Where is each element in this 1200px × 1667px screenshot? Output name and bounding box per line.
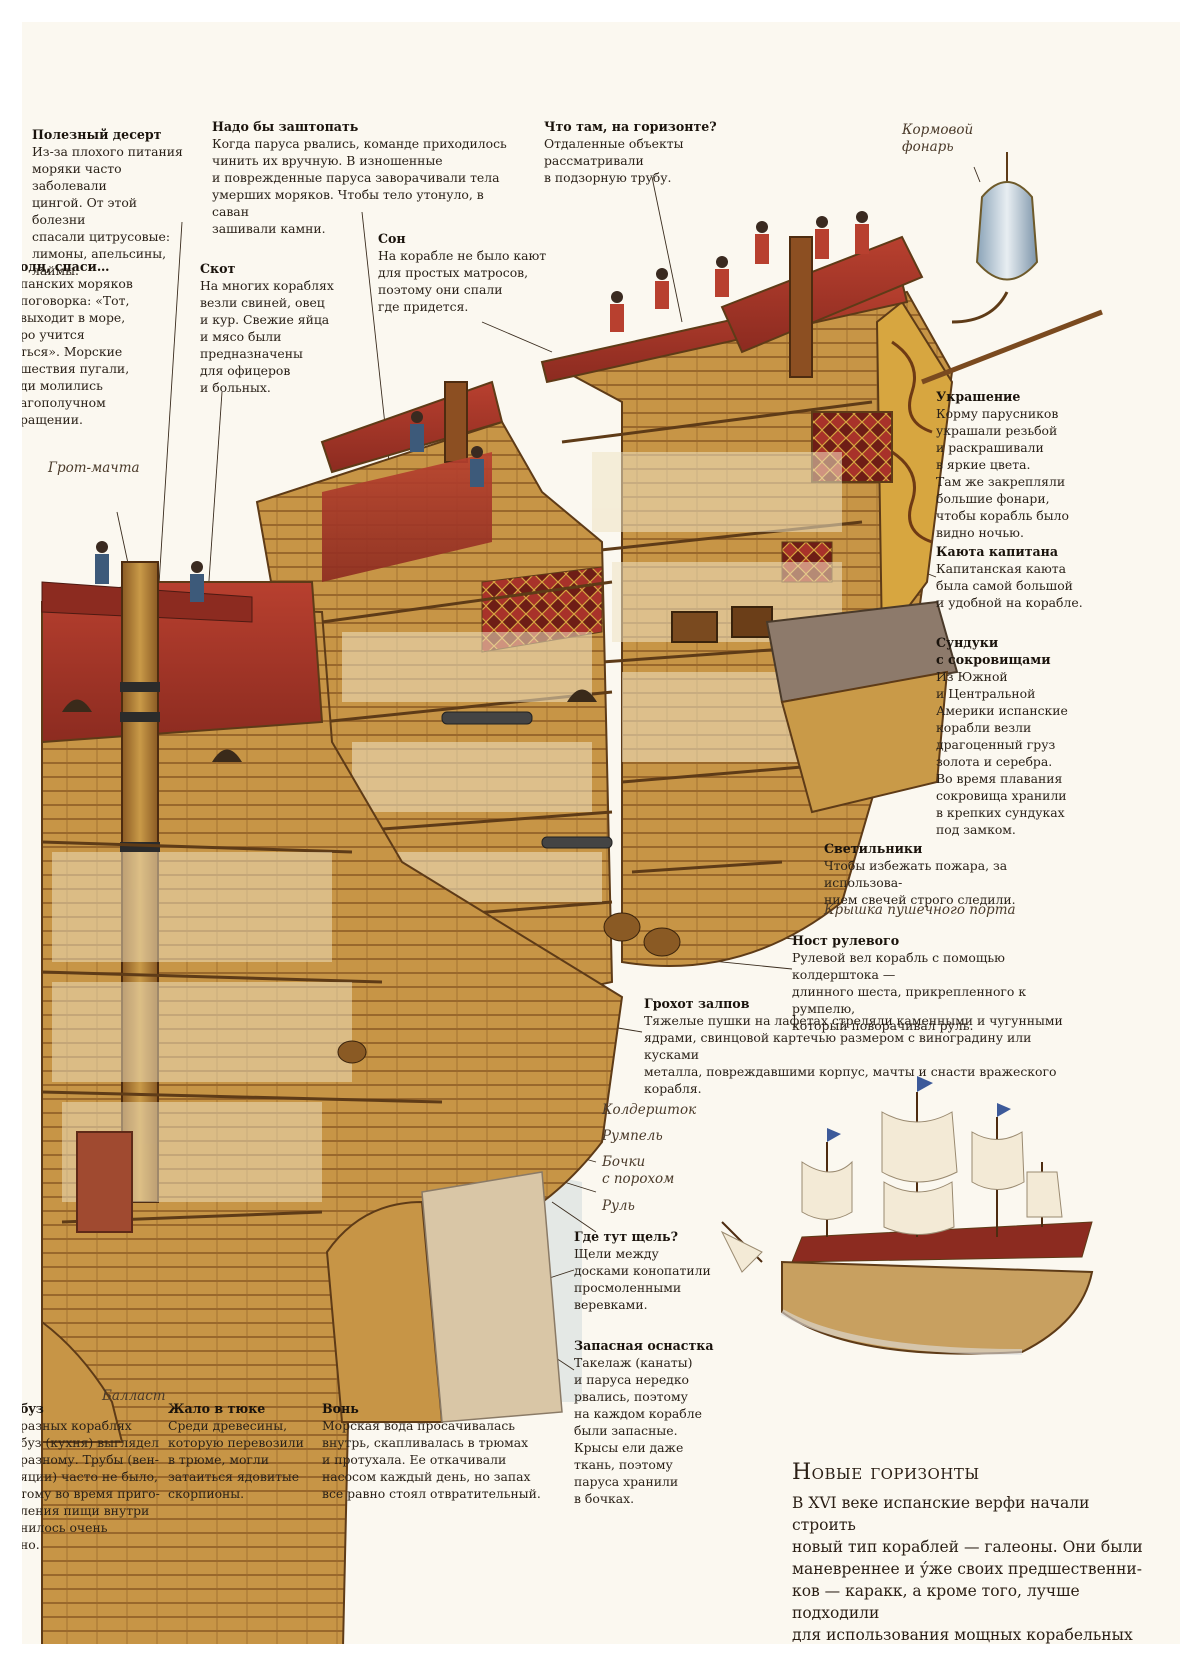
note-livestock-title: Скот: [200, 261, 236, 276]
note-save-title: одн, спаси…: [22, 259, 110, 274]
note-sting-title: Жало в тюке: [168, 1401, 266, 1416]
note-dessert-text: Из-за плохого питания моряки часто забол…: [32, 144, 183, 278]
note-save: одн, спаси… панских моряков поговорка: «…: [22, 258, 150, 428]
note-sting-text: Среди древесины, которую перевозили в тр…: [168, 1418, 304, 1501]
note-save-text: панских моряков поговорка: «Тот, выходит…: [22, 276, 133, 427]
note-patch-text: Когда паруса рвались, команде приходилос…: [212, 136, 507, 236]
book-page: Полезный десерт Из-за плохого питания мо…: [22, 22, 1180, 1644]
note-sting: Жало в тюке Среди древесины, которую пер…: [168, 1400, 318, 1502]
galleon-small-illustration: [720, 1076, 1094, 1355]
note-decor: Украшение Корму парусников украшали резь…: [936, 388, 1096, 541]
label-rudder: Руль: [602, 1198, 635, 1214]
note-patch: Надо бы заштопать Когда паруса рвались, …: [212, 118, 512, 237]
note-salvo-title: Грохот залпов: [644, 996, 750, 1011]
note-sleep-title: Сон: [378, 231, 406, 246]
note-galley-text: разных кораблях буз (кухня) выглядел раз…: [22, 1418, 160, 1552]
note-livestock-text: На многих кораблях везли свиней, овец и …: [200, 278, 334, 395]
label-whipstaff: Колдершток: [602, 1102, 697, 1118]
note-salvo: Грохот залпов Тяжелые пушки на лафетах с…: [644, 995, 1084, 1097]
label-ballast: Балласт: [102, 1388, 166, 1404]
label-tiller: Румпель: [602, 1128, 663, 1144]
note-livestock: Скот На многих кораблях везли свиней, ов…: [200, 260, 360, 396]
note-cabin-text: Капитанская каюта была самой большой и у…: [936, 561, 1083, 610]
note-spare-text: Такелаж (канаты) и паруса нередко рвалис…: [574, 1355, 702, 1506]
section-title: Новые горизонты: [792, 1460, 980, 1485]
note-chests-title: Сундуки с сокровищами: [936, 635, 1051, 667]
note-horizon: Что там, на горизонте? Отдаленные объект…: [544, 118, 784, 186]
note-gap: Где тут щель? Щели между досками конопат…: [574, 1228, 734, 1313]
section-body: В XVI веке испанские верфи начали строит…: [792, 1494, 1143, 1644]
note-spare-title: Запасная оснастка: [574, 1338, 714, 1353]
note-decor-title: Украшение: [936, 389, 1021, 404]
note-stench-text: Морская вода просачивалась внутрь, скапл…: [322, 1418, 541, 1501]
note-salvo-text: Тяжелые пушки на лафетах стреляли каменн…: [644, 1013, 1063, 1096]
note-spare: Запасная оснастка Такелаж (канаты) и пар…: [574, 1337, 734, 1507]
note-patch-title: Надо бы заштопать: [212, 119, 359, 134]
note-decor-text: Корму парусников украшали резьбой и раск…: [936, 406, 1069, 540]
label-gunport-lid: Крышка пушечного порта: [824, 902, 1016, 918]
note-sleep: Сон На корабле не было кают для простых …: [378, 230, 558, 315]
note-stench: Вонь Морская вода просачивалась внутрь, …: [322, 1400, 542, 1502]
note-galley-title: бyз: [22, 1401, 44, 1416]
label-mainmast: Грот-мачта: [48, 460, 140, 476]
note-galley: бyз разных кораблях буз (кухня) выглядел…: [22, 1400, 160, 1553]
label-powder-barrels: Бочки с порохом: [602, 1154, 675, 1187]
note-horizon-title: Что там, на горизонте?: [544, 119, 717, 134]
note-sleep-text: На корабле не было кают для простых матр…: [378, 248, 547, 314]
note-gap-title: Где тут щель?: [574, 1229, 678, 1244]
label-stern-lantern: Кормовой фонарь: [902, 122, 974, 155]
note-lights: Светильники Чтобы избежать пожара, за ис…: [824, 840, 1084, 908]
note-chests: Сундуки с сокровищами Из Южной и Централ…: [936, 634, 1096, 838]
note-helm: Пост рулевого Рулевой вел корабль с помо…: [792, 932, 1092, 1034]
note-dessert: Полезный десерт Из-за плохого питания мо…: [32, 126, 192, 279]
note-lights-title: Светильники: [824, 841, 923, 856]
note-cabin: Каюта капитана Капитанская каюта была са…: [936, 543, 1116, 611]
note-stench-title: Вонь: [322, 1401, 359, 1416]
note-chests-text: Из Южной и Центральной Америки испанские…: [936, 669, 1068, 837]
galleon-cutaway-illustration: [41, 152, 1103, 1644]
note-cabin-title: Каюта капитана: [936, 544, 1059, 559]
note-gap-text: Щели между досками конопатили просмоленн…: [574, 1246, 711, 1312]
note-helm-text: Рулевой вел корабль с помощью колдершток…: [792, 950, 1027, 1033]
note-lights-text: Чтобы избежать пожара, за использова- ни…: [824, 858, 1016, 907]
note-helm-title: Пост рулевого: [792, 933, 900, 948]
note-horizon-text: Отдаленные объекты рассматривали в подзо…: [544, 136, 684, 185]
note-dessert-title: Полезный десерт: [32, 127, 162, 142]
